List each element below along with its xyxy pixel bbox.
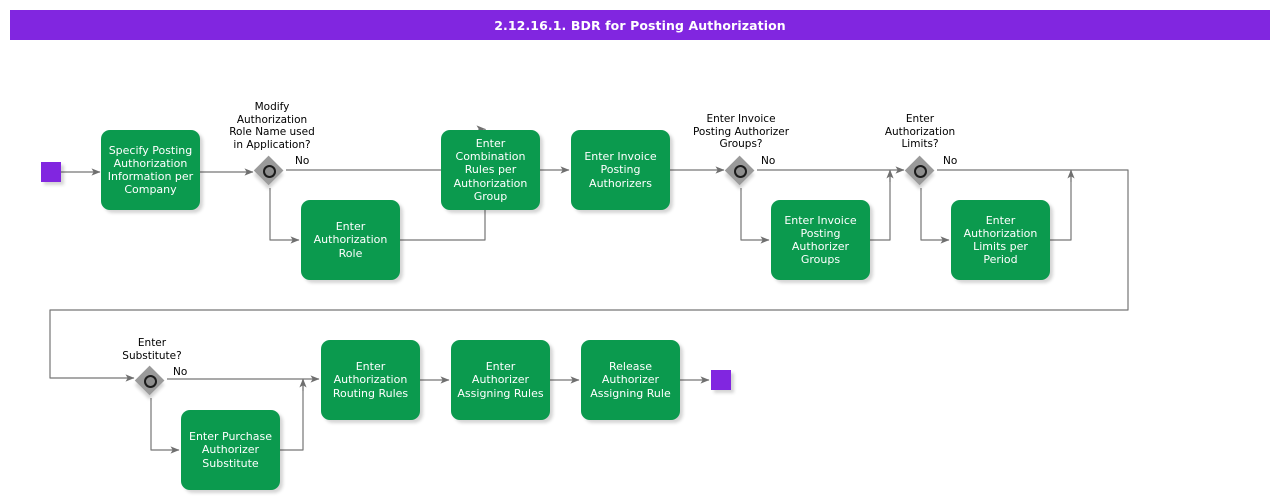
task-enter-purchase-authorizer-substitute[interactable]: Enter Purchase Authorizer Substitute <box>181 410 280 490</box>
gateway-modify-authorization-role-name[interactable] <box>253 155 285 187</box>
gateway-enter-substitute[interactable] <box>134 365 166 397</box>
task-specify-posting-authorization-information-per-company[interactable]: Specify Posting Authorization Informatio… <box>101 130 200 210</box>
flow-label-enter-authorization-limits-no: No <box>943 155 958 167</box>
gateway-enter-authorization-limits[interactable] <box>904 155 936 187</box>
gateway-label-modify-authorization-role-name: Modify Authorization Role Name used in A… <box>229 101 315 151</box>
end-event[interactable] <box>711 370 731 390</box>
task-enter-authorization-limits-per-period[interactable]: Enter Authorization Limits per Period <box>951 200 1050 280</box>
task-enter-invoice-posting-authorizer-groups[interactable]: Enter Invoice Posting Authorizer Groups <box>771 200 870 280</box>
flow-label-modify-authorization-role-name-no: No <box>295 155 310 167</box>
task-enter-combination-rules-per-authorization-group[interactable]: Enter Combination Rules per Authorizatio… <box>441 130 540 210</box>
page-title: 2.12.16.1. BDR for Posting Authorization <box>494 17 786 33</box>
gateway-inclusive-circle-icon <box>144 375 157 388</box>
task-enter-authorization-role[interactable]: Enter Authorization Role <box>301 200 400 280</box>
task-enter-authorizer-assigning-rules[interactable]: Enter Authorizer Assigning Rules <box>451 340 550 420</box>
gateway-inclusive-circle-icon <box>263 165 276 178</box>
task-release-authorizer-assigning-rule[interactable]: Release Authorizer Assigning Rule <box>581 340 680 420</box>
gateway-label-enter-invoice-posting-authorizer-groups: Enter Invoice Posting Authorizer Groups? <box>692 113 790 151</box>
gateway-enter-invoice-posting-authorizer-groups[interactable] <box>724 155 756 187</box>
start-event[interactable] <box>41 162 61 182</box>
gateway-inclusive-circle-icon <box>914 165 927 178</box>
flow-label-enter-invoice-posting-authorizer-groups-no: No <box>761 155 776 167</box>
task-enter-invoice-posting-authorizers[interactable]: Enter Invoice Posting Authorizers <box>571 130 670 210</box>
gateway-inclusive-circle-icon <box>734 165 747 178</box>
page-title-bar: 2.12.16.1. BDR for Posting Authorization <box>10 10 1270 40</box>
flow-label-enter-substitute-no: No <box>173 366 188 378</box>
task-enter-authorization-routing-rules[interactable]: Enter Authorization Routing Rules <box>321 340 420 420</box>
gateway-label-enter-substitute: Enter Substitute? <box>122 337 182 362</box>
gateway-label-enter-authorization-limits: Enter Authorization Limits? <box>884 113 956 151</box>
